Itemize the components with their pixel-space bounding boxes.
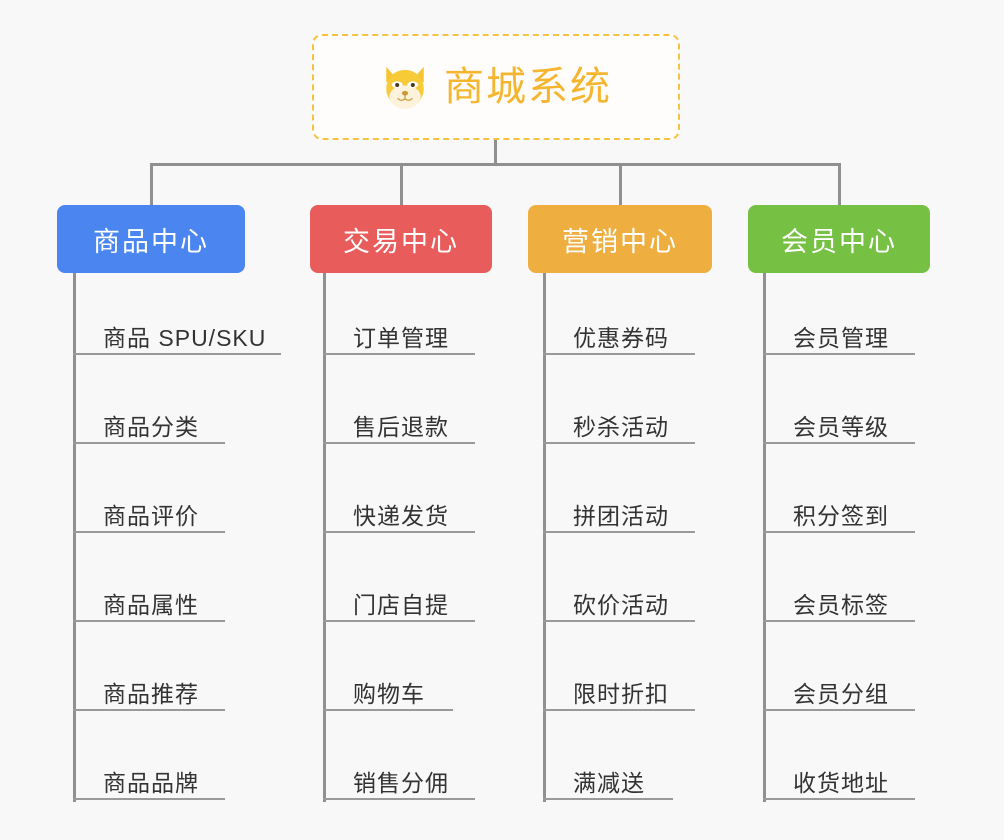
branch-header-trade[interactable]: 交易中心 [310, 205, 492, 273]
leaf-label: 拼团活动 [573, 502, 669, 529]
list-item[interactable]: 门店自提 [323, 576, 475, 622]
branch-header-label: 营销中心 [562, 226, 678, 257]
list-item[interactable]: 商品 SPU/SKU [73, 309, 281, 355]
leaf-label: 商品属性 [103, 591, 199, 618]
leaf-label: 秒杀活动 [573, 413, 669, 440]
branch-header-label: 交易中心 [343, 226, 459, 257]
list-item[interactable]: 商品评价 [73, 487, 225, 533]
leaf-label: 商品 SPU/SKU [103, 324, 267, 351]
leaf-label: 积分签到 [793, 502, 889, 529]
list-item[interactable]: 会员等级 [763, 398, 915, 444]
list-item[interactable]: 销售分佣 [323, 754, 475, 800]
root-stem-line [494, 140, 497, 166]
list-item[interactable]: 购物车 [323, 665, 453, 711]
leaf-label: 会员分组 [793, 680, 889, 707]
leaf-label: 购物车 [353, 680, 425, 707]
list-item[interactable]: 收货地址 [763, 754, 915, 800]
leaf-label: 商品分类 [103, 413, 199, 440]
leaf-label: 收货地址 [793, 769, 889, 796]
branch-drop-line-3 [619, 163, 622, 206]
root-node[interactable]: 商城系统 [312, 34, 680, 140]
leaf-label: 门店自提 [353, 591, 449, 618]
branch-drop-line-1 [150, 163, 153, 206]
leaf-label: 商品品牌 [103, 769, 199, 796]
list-item[interactable]: 订单管理 [323, 309, 475, 355]
list-item[interactable]: 售后退款 [323, 398, 475, 444]
list-item[interactable]: 商品分类 [73, 398, 225, 444]
branch-spine-product [73, 273, 76, 802]
list-item[interactable]: 会员管理 [763, 309, 915, 355]
list-item[interactable]: 拼团活动 [543, 487, 695, 533]
list-item[interactable]: 会员分组 [763, 665, 915, 711]
leaf-label: 商品推荐 [103, 680, 199, 707]
branch-spine-member [763, 273, 766, 802]
list-item[interactable]: 秒杀活动 [543, 398, 695, 444]
list-item[interactable]: 快递发货 [323, 487, 475, 533]
leaf-label: 商品评价 [103, 502, 199, 529]
trunk-line [150, 163, 841, 166]
leaf-label: 满减送 [573, 769, 645, 796]
branch-spine-marketing [543, 273, 546, 802]
branch-drop-line-4 [838, 163, 841, 206]
branch-header-member[interactable]: 会员中心 [748, 205, 930, 273]
leaf-label: 会员等级 [793, 413, 889, 440]
branch-header-marketing[interactable]: 营销中心 [528, 205, 712, 273]
branch-header-label: 会员中心 [781, 226, 897, 257]
root-title: 商城系统 [444, 65, 612, 109]
list-item[interactable]: 会员标签 [763, 576, 915, 622]
list-item[interactable]: 满减送 [543, 754, 673, 800]
list-item[interactable]: 商品推荐 [73, 665, 225, 711]
dog-face-icon [386, 66, 424, 109]
list-item[interactable]: 限时折扣 [543, 665, 695, 711]
leaf-label: 销售分佣 [353, 769, 449, 796]
leaf-label: 会员管理 [793, 324, 889, 351]
branch-drop-line-2 [400, 163, 403, 206]
leaf-label: 快递发货 [353, 502, 449, 529]
branch-spine-trade [323, 273, 326, 802]
list-item[interactable]: 商品品牌 [73, 754, 225, 800]
leaf-label: 优惠券码 [573, 324, 669, 351]
branch-header-label: 商品中心 [93, 226, 209, 257]
branch-header-product[interactable]: 商品中心 [57, 205, 245, 273]
list-item[interactable]: 砍价活动 [543, 576, 695, 622]
leaf-label: 会员标签 [793, 591, 889, 618]
leaf-label: 订单管理 [353, 324, 449, 351]
leaf-label: 砍价活动 [573, 591, 669, 618]
list-item[interactable]: 积分签到 [763, 487, 915, 533]
list-item[interactable]: 商品属性 [73, 576, 225, 622]
list-item[interactable]: 优惠券码 [543, 309, 695, 355]
leaf-label: 售后退款 [353, 413, 449, 440]
leaf-label: 限时折扣 [573, 680, 669, 707]
